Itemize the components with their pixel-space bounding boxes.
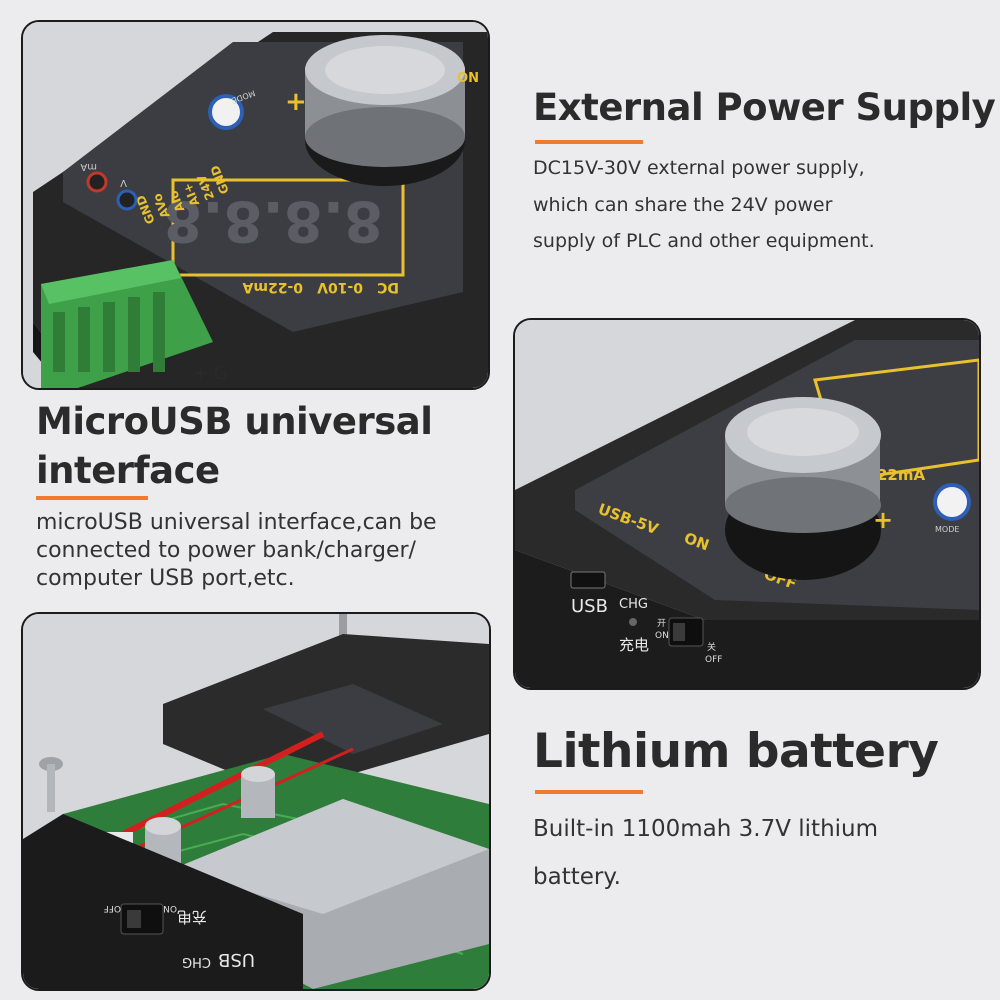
device-side-illustration: 22mA USB-5V ON OFF + MODE USB CHG 充电 开 O… bbox=[515, 320, 979, 688]
external-power-title: External Power Supply bbox=[533, 86, 996, 129]
chg-label: CHG bbox=[182, 954, 211, 969]
microusb-title-line-1: MicroUSB universal bbox=[36, 400, 433, 443]
device-side-panel: 22mA USB-5V ON OFF + MODE USB CHG 充电 开 O… bbox=[513, 318, 981, 690]
microusb-title-line-2: interface bbox=[36, 449, 220, 492]
microusb-line-3: computer USB port,etc. bbox=[36, 566, 295, 591]
display-digits: 8.8.8.8 bbox=[163, 188, 383, 253]
device-open-panel: ON OFF 充电 CHG USB bbox=[21, 612, 491, 991]
plus-sign: + bbox=[873, 506, 893, 534]
mode-label: MODE bbox=[935, 525, 959, 534]
microusb-line-2: connected to power bank/charger/ bbox=[36, 538, 416, 563]
mode-button-icon bbox=[208, 94, 244, 130]
mode-button-icon bbox=[933, 483, 971, 521]
device-top-panel: 8.8.8.8 DC 0-10V 0-22mA GND AVo AIo AI+ … bbox=[21, 20, 490, 390]
lithium-line-1: Built-in 1100mah 3.7V lithium bbox=[533, 816, 879, 842]
microusb-line-1: microUSB universal interface,can be bbox=[36, 510, 437, 535]
charge-led-icon bbox=[629, 618, 637, 626]
corner-label: NO bbox=[457, 68, 479, 83]
edge-label: + G bbox=[193, 363, 228, 384]
screw-icon bbox=[39, 757, 63, 812]
terminal-block-icon bbox=[41, 260, 213, 388]
chg-label: CHG bbox=[619, 597, 648, 612]
jack-label-v: V bbox=[120, 177, 127, 188]
usb-label: USB bbox=[571, 596, 608, 617]
switch-label-on-cn: 开 bbox=[657, 618, 666, 629]
switch-label-off: OFF bbox=[104, 903, 121, 913]
usb-port-icon bbox=[570, 571, 606, 589]
chg-cn-label: 充电 bbox=[619, 636, 649, 654]
microusb-accent-bar bbox=[36, 496, 148, 500]
display-fragment: 22mA bbox=[877, 466, 926, 484]
external-power-line-1: DC15V-30V external power supply, bbox=[533, 157, 865, 179]
external-power-line-2: which can share the 24V power bbox=[533, 194, 833, 216]
switch-label-on: ON bbox=[163, 903, 177, 913]
v-jack-icon bbox=[116, 189, 138, 211]
external-power-line-3: supply of PLC and other equipment. bbox=[533, 230, 875, 252]
range-label-dc: DC bbox=[377, 279, 399, 295]
plus-sign: + bbox=[285, 87, 307, 117]
jack-label-ma: mA bbox=[80, 161, 97, 172]
range-label-ma: 0-22mA bbox=[242, 279, 303, 295]
capacitor-icon bbox=[241, 766, 275, 818]
ma-jack-icon bbox=[86, 171, 108, 193]
usb-label: USB bbox=[218, 949, 255, 970]
lithium-accent-bar bbox=[535, 790, 643, 794]
lithium-title: Lithium battery bbox=[533, 724, 939, 779]
lithium-line-2: battery. bbox=[533, 864, 621, 890]
switch-label-off: OFF bbox=[705, 655, 722, 665]
switch-label-on: ON bbox=[655, 631, 669, 641]
device-top-illustration: 8.8.8.8 DC 0-10V 0-22mA GND AVo AIo AI+ … bbox=[23, 22, 488, 388]
switch-label-off-cn: 关 bbox=[707, 641, 716, 653]
range-label-v: 0-10V bbox=[317, 279, 363, 295]
chg-cn-label: 充电 bbox=[177, 908, 207, 926]
device-open-illustration: ON OFF 充电 CHG USB bbox=[23, 614, 489, 989]
external-power-accent-bar bbox=[535, 140, 643, 144]
